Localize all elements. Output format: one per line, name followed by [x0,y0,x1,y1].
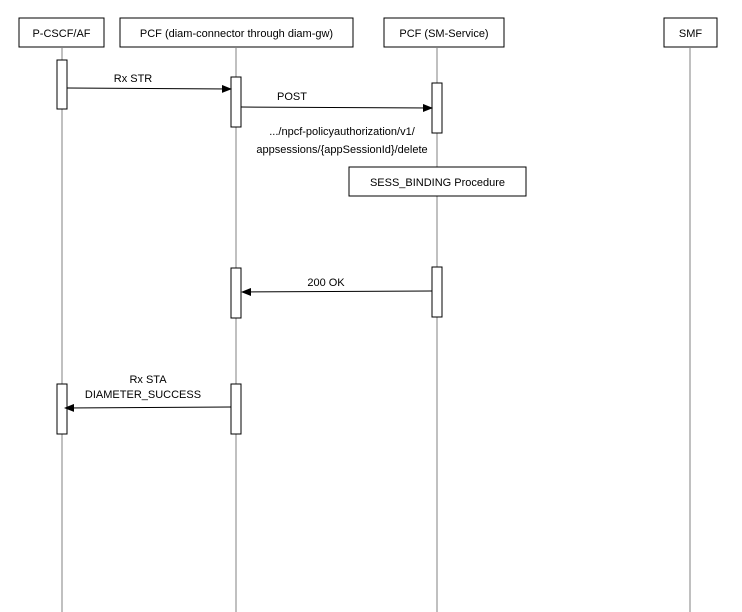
message-rx-sta-label-2: DIAMETER_SUCCESS [85,389,201,401]
activation-pcf-diam-2 [230,267,242,319]
participant-smf: SMF [663,17,718,48]
participant-pcf-sm-label: PCF (SM-Service) [399,28,488,40]
message-post-arrow [240,103,433,112]
activation-pcf-diam-3 [230,383,242,435]
participant-pcscf-label: P-CSCF/AF [32,28,90,40]
participant-pcscf: P-CSCF/AF [18,17,105,48]
activation-pcscf-1 [56,59,68,110]
participant-pcf-sm: PCF (SM-Service) [383,17,505,48]
participant-pcf-diam: PCF (diam-connector through diam-gw) [119,17,354,48]
participant-pcf-diam-label: PCF (diam-connector through diam-gw) [140,28,333,40]
message-rx-str-label: Rx STR [114,73,153,85]
message-rx-sta-arrow [64,403,232,412]
message-rx-str-arrow [66,84,232,93]
message-post-label: POST [277,91,307,103]
message-post-detail-line-2: appsessions/{appSessionId}/delete [256,144,427,156]
activation-pcf-diam-1 [230,76,242,128]
procedure-sess-binding: SESS_BINDING Procedure [348,166,527,197]
activation-pcf-sm-2 [431,266,443,318]
message-rx-sta-label: Rx STA [129,374,167,386]
procedure-sess-binding-label: SESS_BINDING Procedure [370,177,505,189]
message-200-ok-label: 200 OK [307,277,345,289]
participant-smf-label: SMF [679,28,703,40]
activation-pcscf-2 [56,383,68,435]
activation-pcf-sm-1 [431,82,443,134]
message-post-detail-line-1: .../npcf-policyauthorization/v1/ [269,126,415,138]
message-200-ok-arrow [241,287,433,296]
